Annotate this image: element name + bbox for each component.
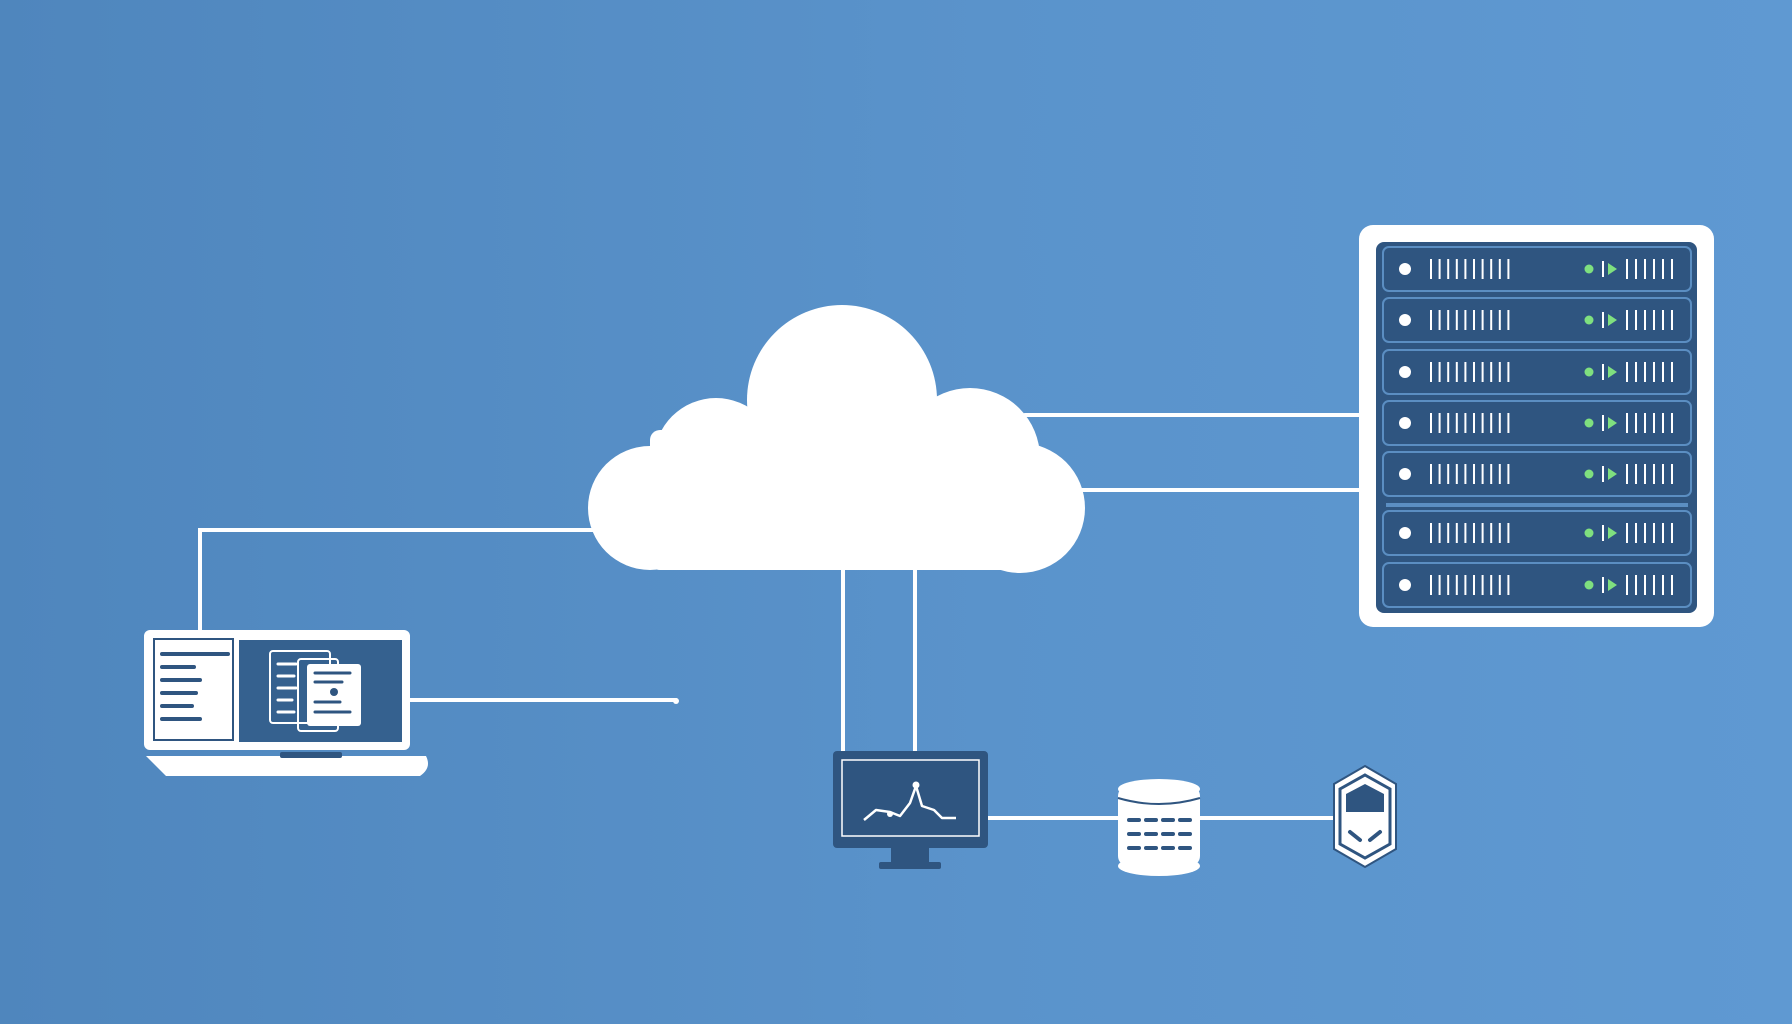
server-unit bbox=[1382, 297, 1692, 343]
power-indicator bbox=[1399, 417, 1411, 429]
server-rack-icon bbox=[1359, 225, 1714, 627]
connector-endpoint-dot bbox=[673, 698, 679, 704]
hexagon-shield-icon bbox=[1333, 764, 1397, 869]
status-led bbox=[1584, 367, 1594, 377]
server-unit bbox=[1382, 246, 1692, 292]
monitor-chart-icon bbox=[833, 751, 988, 869]
server-unit bbox=[1382, 510, 1692, 556]
status-led bbox=[1584, 264, 1594, 274]
server-unit bbox=[1382, 562, 1692, 608]
cloud-icon bbox=[588, 305, 1085, 573]
power-indicator bbox=[1399, 527, 1411, 539]
server-unit bbox=[1382, 400, 1692, 446]
status-led bbox=[1584, 469, 1594, 479]
power-indicator bbox=[1399, 314, 1411, 326]
connector-cloud-laptop bbox=[198, 528, 602, 634]
server-units bbox=[1382, 246, 1692, 608]
status-led bbox=[1584, 315, 1594, 325]
power-indicator bbox=[1399, 263, 1411, 275]
server-unit bbox=[1382, 349, 1692, 395]
status-led bbox=[1584, 528, 1594, 538]
power-indicator bbox=[1399, 468, 1411, 480]
status-led bbox=[1584, 580, 1594, 590]
database-icon bbox=[1117, 779, 1201, 876]
status-led bbox=[1584, 418, 1594, 428]
laptop-documents-icon bbox=[144, 630, 428, 776]
server-unit bbox=[1382, 451, 1692, 497]
power-indicator bbox=[1399, 579, 1411, 591]
power-indicator bbox=[1399, 366, 1411, 378]
connectors bbox=[198, 413, 1364, 820]
